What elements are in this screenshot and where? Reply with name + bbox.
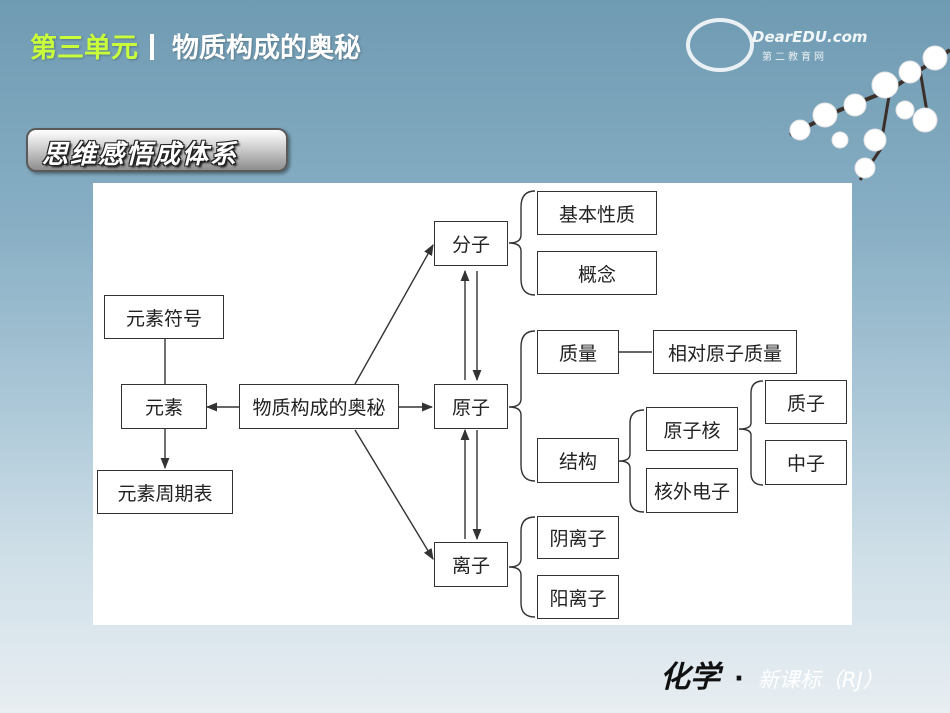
node-ion: 离子 <box>434 542 508 587</box>
title-bar: 第三单元 物质构成的奥秘 <box>30 26 361 65</box>
node-structure: 结构 <box>537 438 619 483</box>
node-periodic-table: 元素周期表 <box>97 470 233 514</box>
node-concept: 概念 <box>537 251 657 295</box>
unit-label: 第三单元 <box>30 33 138 64</box>
node-molecule: 分子 <box>434 221 508 266</box>
concept-map-panel: 元素符号 元素 元素周期表 物质构成的奥秘 分子 原子 离子 基本性质 概念 质… <box>93 183 852 625</box>
logo-ring-icon <box>686 18 754 72</box>
node-element-symbol: 元素符号 <box>104 295 224 339</box>
node-cation: 阳离子 <box>537 575 619 619</box>
node-center: 物质构成的奥秘 <box>239 384 399 429</box>
page-title: 物质构成的奥秘 <box>172 33 361 64</box>
node-anion: 阴离子 <box>537 516 619 559</box>
node-element: 元素 <box>121 384 207 429</box>
node-atom: 原子 <box>434 384 508 429</box>
cherry-blossom-decoration <box>789 45 950 181</box>
node-basic-properties: 基本性质 <box>537 191 657 235</box>
footer-course: 新课标（RJ） <box>757 668 884 692</box>
node-relative-atomic-mass: 相对原子质量 <box>653 330 797 374</box>
section-badge: 思维感悟成体系 <box>26 128 288 172</box>
title-separator <box>150 34 154 60</box>
node-electrons: 核外电子 <box>646 468 738 513</box>
node-neutron: 中子 <box>765 440 847 485</box>
footer-subject: 化学 <box>660 660 720 695</box>
footer-dot: · <box>734 664 744 694</box>
node-nucleus: 原子核 <box>646 407 738 451</box>
node-proton: 质子 <box>765 380 847 424</box>
concept-map-connectors <box>160 190 764 618</box>
site-logo: DearEDU.com 第二教育网 <box>686 14 868 72</box>
section-badge-label: 思维感悟成体系 <box>42 140 239 170</box>
logo-brand: DearEDU.com <box>752 28 868 46</box>
footer: 化学 · 新课标（RJ） <box>660 652 884 696</box>
node-mass: 质量 <box>537 330 619 374</box>
logo-subtitle: 第二教育网 <box>762 52 827 63</box>
